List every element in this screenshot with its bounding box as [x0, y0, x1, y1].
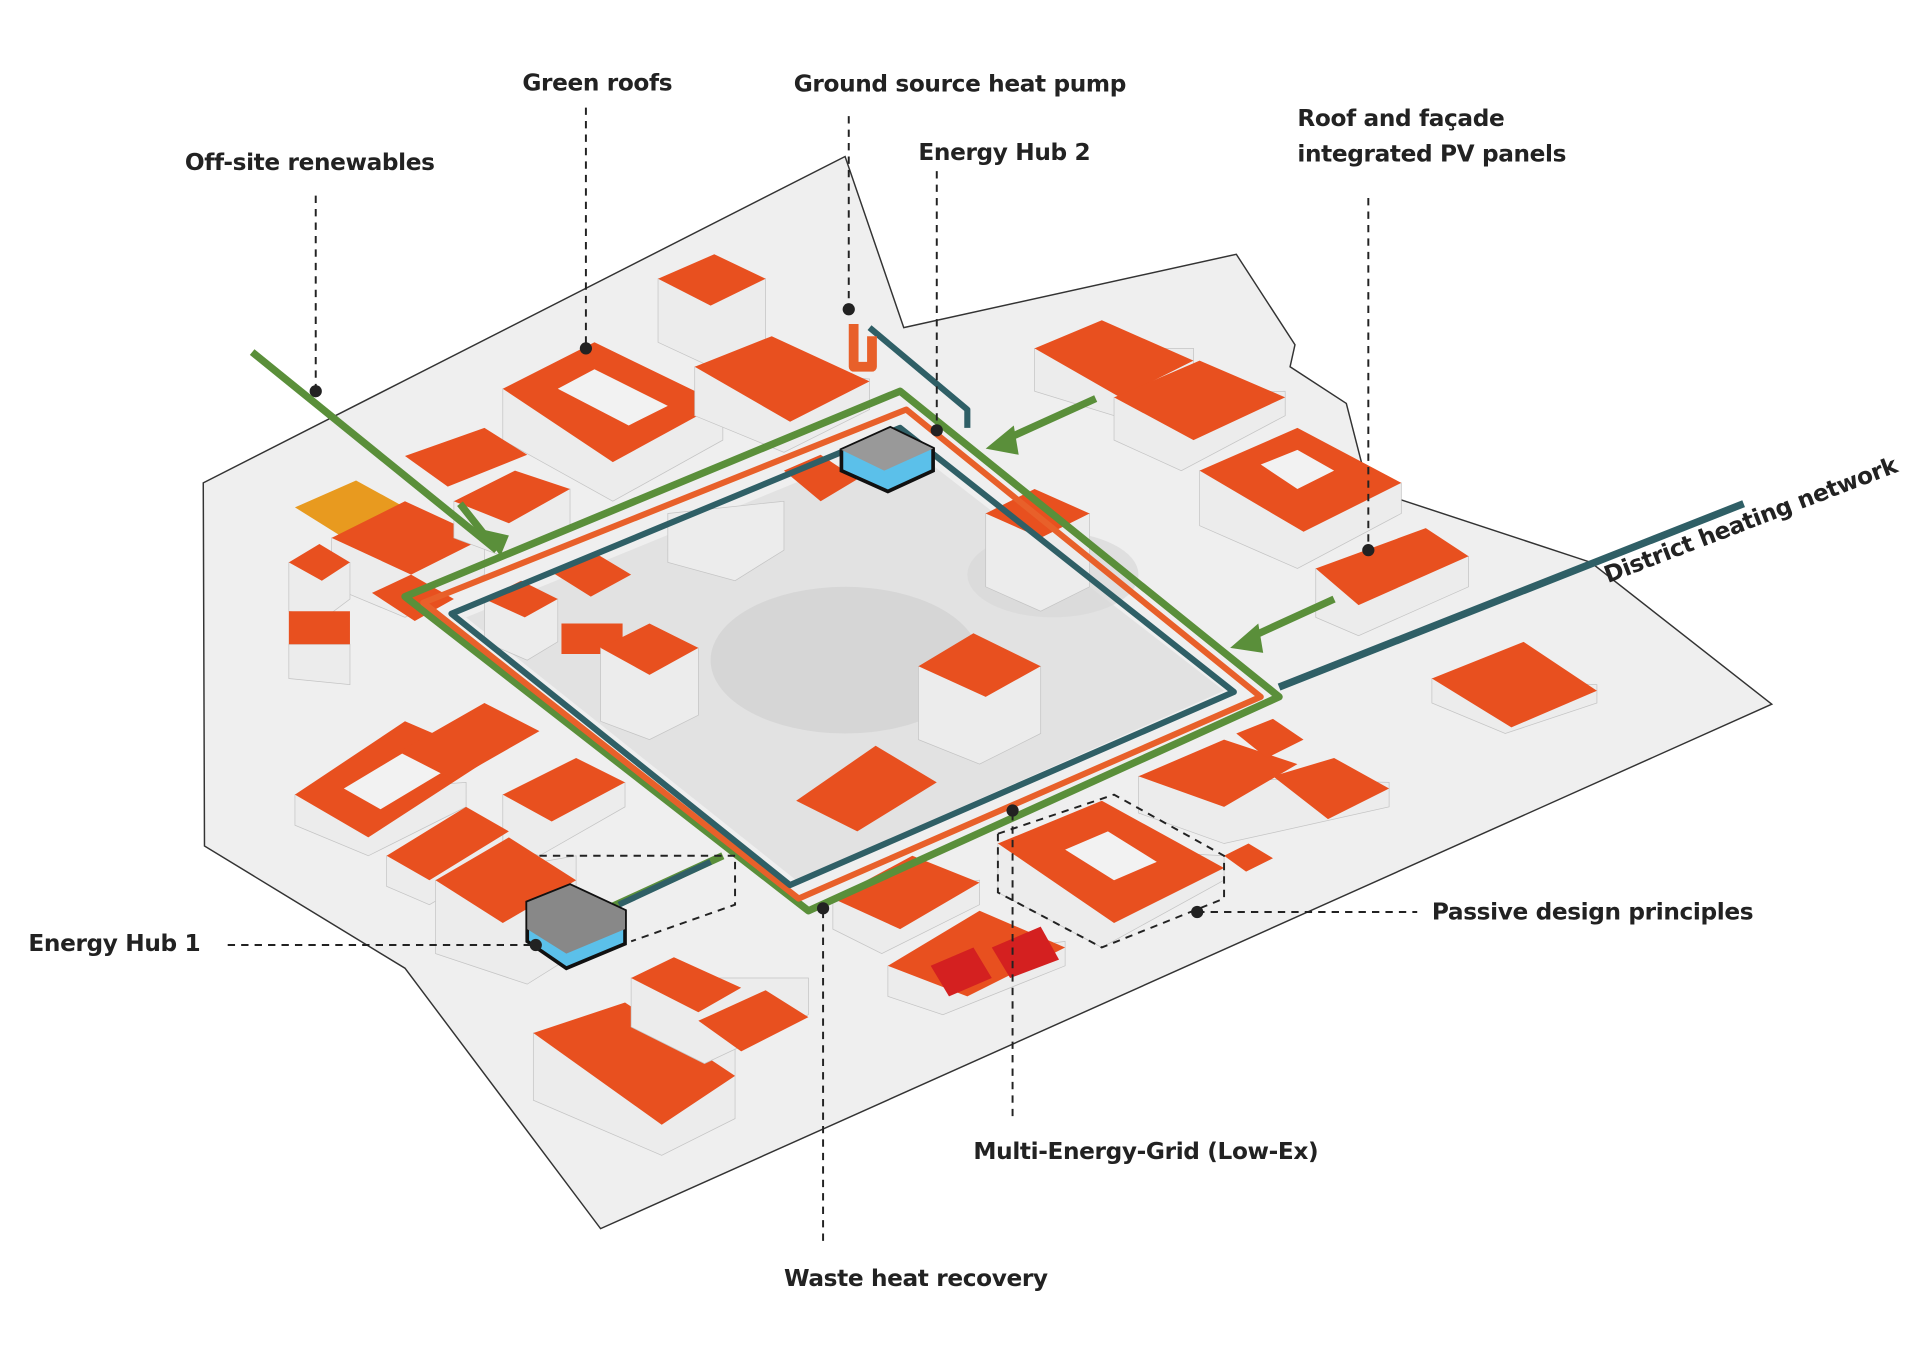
- district-heating-pipe: [1277, 500, 1745, 691]
- green-pipe-ring: [401, 387, 1283, 915]
- label-district-heating-network: District heating network: [1600, 452, 1901, 589]
- label-text: integrated PV panels: [1297, 140, 1566, 167]
- offsite-renewables-feed: [249, 349, 499, 553]
- energy-hub-1: [525, 883, 627, 971]
- label-text: Green roofs: [522, 69, 672, 96]
- label-pv-panels: Roof and façade integrated PV panels: [1297, 105, 1567, 557]
- label-text: Passive design principles: [1432, 898, 1753, 925]
- label-text: Energy Hub 2: [918, 139, 1090, 166]
- label-text: Off-site renewables: [185, 149, 435, 176]
- label-passive-design: Passive design principles: [996, 793, 1754, 949]
- label-waste-heat-recovery: Waste heat recovery: [784, 902, 1048, 1292]
- multi-energy-grid: [249, 323, 1745, 927]
- energy-hub-2: [839, 425, 935, 494]
- label-energy-hub-1: Energy Hub 1: [28, 930, 542, 957]
- label-offsite-renewables: Off-site renewables: [185, 149, 435, 398]
- label-green-roofs: Green roofs: [522, 69, 673, 355]
- teal-pipe-ring: [448, 424, 1237, 889]
- buildings: [288, 254, 1598, 1156]
- label-text: Ground source heat pump: [794, 71, 1126, 98]
- label-multi-energy-grid: Multi-Energy-Grid (Low-Ex): [973, 804, 1319, 1165]
- gshp-pipe: [867, 325, 971, 428]
- label-ground-source-heat-pump: Ground source heat pump: [794, 71, 1126, 316]
- label-text: Waste heat recovery: [784, 1265, 1048, 1292]
- label-text: Energy Hub 1: [28, 930, 200, 957]
- label-text: Multi-Energy-Grid (Low-Ex): [973, 1138, 1318, 1165]
- label-energy-hub-2: Energy Hub 2: [918, 139, 1091, 437]
- orange-pipe-ring: [420, 406, 1264, 902]
- pv-feed-arrows: [457, 395, 1336, 653]
- label-text: Roof and façade: [1297, 105, 1504, 132]
